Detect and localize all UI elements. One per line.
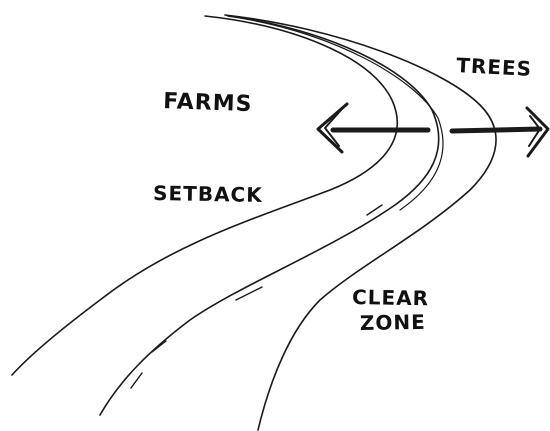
road-centerline [99, 15, 440, 416]
road-dash-3 [151, 340, 167, 353]
arrow-right-icon [449, 106, 550, 158]
setback-edge-line [11, 15, 398, 376]
clear-zone-label-line2: ZONE [360, 310, 426, 335]
setback-label: SETBACK [153, 181, 264, 207]
road-dash-2 [235, 286, 263, 301]
clear-zone-label-line1: CLEAR [352, 285, 429, 310]
trees-label: TREES [456, 53, 533, 81]
road-dash-4 [130, 372, 143, 389]
arrow-left-icon [316, 102, 431, 154]
road-centerline-double [239, 17, 444, 211]
farms-label: FARMS [163, 89, 253, 117]
clear-zone-edge-line [224, 14, 497, 431]
road-dash-1 [366, 204, 383, 216]
